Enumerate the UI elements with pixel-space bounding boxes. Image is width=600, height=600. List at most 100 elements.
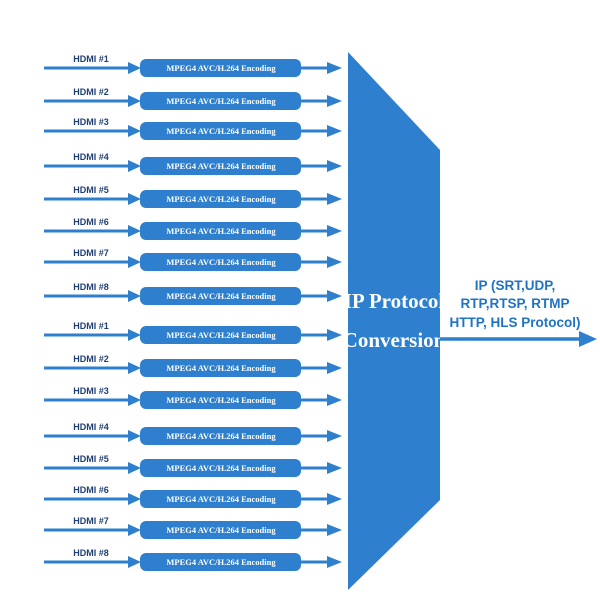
hdmi-input-label: HDMI #3 bbox=[73, 386, 109, 396]
hdmi-input-label: HDMI #1 bbox=[73, 321, 109, 331]
hdmi-input-label: HDMI #3 bbox=[73, 117, 109, 127]
input-row: HDMI #3 MPEG4 AVC/H.264 Encoding bbox=[44, 117, 342, 140]
input-arrow-head bbox=[128, 394, 141, 406]
output-arrow-head bbox=[327, 290, 342, 302]
input-arrow-head bbox=[128, 225, 141, 237]
encoder-label: MPEG4 AVC/H.264 Encoding bbox=[166, 257, 276, 267]
encoder-label: MPEG4 AVC/H.264 Encoding bbox=[166, 96, 276, 106]
output-arrow-head bbox=[327, 193, 342, 205]
output-arrow-head bbox=[327, 430, 342, 442]
ip-protocol-conversion-block bbox=[348, 52, 440, 590]
input-row: HDMI #4 MPEG4 AVC/H.264 Encoding bbox=[44, 152, 342, 175]
encoder-box bbox=[140, 553, 301, 571]
input-arrow-head bbox=[128, 62, 141, 74]
input-row: HDMI #2 MPEG4 AVC/H.264 Encoding bbox=[44, 87, 342, 110]
encoder-box bbox=[140, 521, 301, 539]
encoder-label: MPEG4 AVC/H.264 Encoding bbox=[166, 226, 276, 236]
encoder-box bbox=[140, 222, 301, 240]
input-arrow-head bbox=[128, 362, 141, 374]
encoder-label: MPEG4 AVC/H.264 Encoding bbox=[166, 363, 276, 373]
input-row: HDMI #8 MPEG4 AVC/H.264 Encoding bbox=[44, 282, 342, 305]
input-row: HDMI #7 MPEG4 AVC/H.264 Encoding bbox=[44, 248, 342, 271]
hdmi-input-label: HDMI #6 bbox=[73, 485, 109, 495]
encoder-box bbox=[140, 253, 301, 271]
input-arrow-head bbox=[128, 524, 141, 536]
output-arrow-head bbox=[327, 362, 342, 374]
encoder-label: MPEG4 AVC/H.264 Encoding bbox=[166, 63, 276, 73]
output-arrow-head bbox=[327, 556, 342, 568]
input-arrow-head bbox=[128, 95, 141, 107]
encoder-box bbox=[140, 391, 301, 409]
hdmi-input-label: HDMI #6 bbox=[73, 217, 109, 227]
input-row: HDMI #8 MPEG4 AVC/H.264 Encoding bbox=[44, 548, 342, 571]
input-arrow-head bbox=[128, 193, 141, 205]
hdmi-input-label: HDMI #4 bbox=[73, 422, 109, 432]
hdmi-input-label: HDMI #7 bbox=[73, 248, 109, 258]
encoder-box bbox=[140, 287, 301, 305]
output-arrow-head bbox=[327, 493, 342, 505]
encoder-box bbox=[140, 427, 301, 445]
input-arrow-head bbox=[128, 329, 141, 341]
encoder-box bbox=[140, 92, 301, 110]
output-protocols-line3: HTTP, HLS Protocol) bbox=[449, 315, 580, 330]
input-row: HDMI #6 MPEG4 AVC/H.264 Encoding bbox=[44, 217, 342, 240]
input-row: HDMI #6 MPEG4 AVC/H.264 Encoding bbox=[44, 485, 342, 508]
encoder-label: MPEG4 AVC/H.264 Encoding bbox=[166, 161, 276, 171]
encoder-box bbox=[140, 459, 301, 477]
hdmi-input-label: HDMI #8 bbox=[73, 282, 109, 292]
input-row: HDMI #5 MPEG4 AVC/H.264 Encoding bbox=[44, 185, 342, 208]
hdmi-input-label: HDMI #8 bbox=[73, 548, 109, 558]
encoder-label: MPEG4 AVC/H.264 Encoding bbox=[166, 494, 276, 504]
output-arrow bbox=[440, 331, 597, 347]
input-row: HDMI #5 MPEG4 AVC/H.264 Encoding bbox=[44, 454, 342, 477]
input-row: HDMI #2 MPEG4 AVC/H.264 Encoding bbox=[44, 354, 342, 377]
encoder-label: MPEG4 AVC/H.264 Encoding bbox=[166, 126, 276, 136]
encoder-box bbox=[140, 122, 301, 140]
output-arrow-head bbox=[327, 394, 342, 406]
hdmi-input-label: HDMI #5 bbox=[73, 185, 109, 195]
input-arrow-head bbox=[128, 493, 141, 505]
input-arrow-head bbox=[128, 430, 141, 442]
hdmi-input-label: HDMI #5 bbox=[73, 454, 109, 464]
encoder-label: MPEG4 AVC/H.264 Encoding bbox=[166, 431, 276, 441]
encoder-label: MPEG4 AVC/H.264 Encoding bbox=[166, 463, 276, 473]
output-protocols-line2: RTP,RTSP, RTMP bbox=[460, 296, 569, 311]
hdmi-input-label: HDMI #4 bbox=[73, 152, 109, 162]
input-arrow-head bbox=[128, 160, 141, 172]
encoder-label: MPEG4 AVC/H.264 Encoding bbox=[166, 291, 276, 301]
encoder-box bbox=[140, 490, 301, 508]
output-arrow-head bbox=[327, 225, 342, 237]
output-arrow-head bbox=[327, 160, 342, 172]
encoder-label: MPEG4 AVC/H.264 Encoding bbox=[166, 557, 276, 567]
encoder-box bbox=[140, 59, 301, 77]
input-arrow-head bbox=[128, 256, 141, 268]
output-arrow-head bbox=[327, 125, 342, 137]
hdmi-input-label: HDMI #2 bbox=[73, 87, 109, 97]
input-arrow-head bbox=[128, 556, 141, 568]
input-row: HDMI #7 MPEG4 AVC/H.264 Encoding bbox=[44, 516, 342, 539]
encoder-label: MPEG4 AVC/H.264 Encoding bbox=[166, 194, 276, 204]
output-arrow-head bbox=[327, 95, 342, 107]
processor-title-line1: IP Protocol bbox=[344, 289, 445, 313]
encoder-box bbox=[140, 326, 301, 344]
processor-title-line2: Conversion bbox=[343, 328, 446, 352]
output-arrow-head bbox=[327, 62, 342, 74]
hdmi-input-label: HDMI #7 bbox=[73, 516, 109, 526]
output-arrow-head bbox=[327, 329, 342, 341]
output-arrow-head bbox=[327, 256, 342, 268]
input-row: HDMI #4 MPEG4 AVC/H.264 Encoding bbox=[44, 422, 342, 445]
input-arrow-head bbox=[128, 125, 141, 137]
output-arrow-head bbox=[327, 524, 342, 536]
encoder-box bbox=[140, 359, 301, 377]
encoder-label: MPEG4 AVC/H.264 Encoding bbox=[166, 525, 276, 535]
input-arrow-head bbox=[128, 290, 141, 302]
encoder-box bbox=[140, 157, 301, 175]
input-row: HDMI #3 MPEG4 AVC/H.264 Encoding bbox=[44, 386, 342, 409]
encoder-label: MPEG4 AVC/H.264 Encoding bbox=[166, 395, 276, 405]
encoder-box bbox=[140, 190, 301, 208]
hdmi-input-label: HDMI #2 bbox=[73, 354, 109, 364]
